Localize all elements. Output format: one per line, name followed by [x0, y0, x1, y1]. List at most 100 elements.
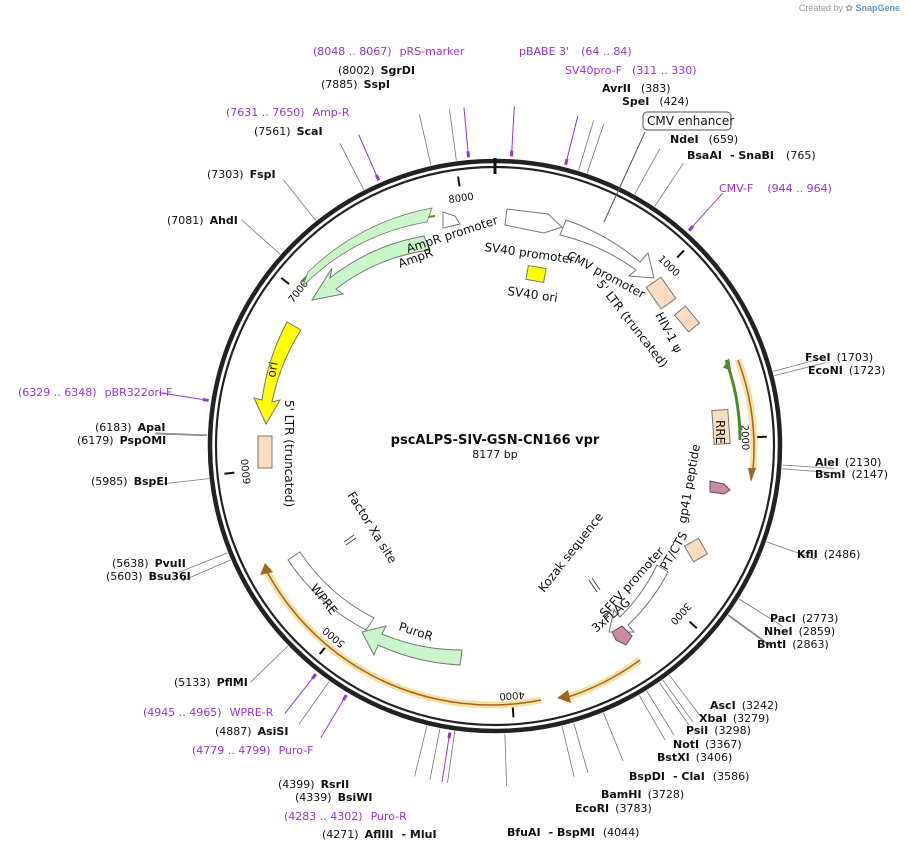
site-name[interactable]: EcoRI: [575, 802, 609, 815]
site-name[interactable]: NheI: [764, 625, 793, 638]
site-name[interactable]: ApaI: [138, 421, 166, 434]
svg-text:(7561)ScaI: (7561)ScaI: [254, 125, 323, 138]
site-name[interactable]: BamHI: [601, 788, 642, 801]
site-name[interactable]: RsrII: [321, 778, 350, 791]
gp41-peptide-arrow[interactable]: [709, 480, 731, 495]
site-pos: (5603): [106, 570, 143, 583]
site-name[interactable]: SspI: [364, 78, 390, 91]
site-leader: [654, 162, 684, 207]
tick-mark: [676, 249, 685, 259]
site-name[interactable]: KflI: [797, 548, 818, 561]
site-name[interactable]: BsiWI: [338, 791, 373, 804]
primer-name[interactable]: pRS-marker: [400, 45, 465, 58]
site-pos: (7081): [167, 214, 204, 227]
site-name[interactable]: AsiSI: [258, 725, 289, 738]
primer-name[interactable]: SV40pro-F: [565, 64, 622, 77]
site-name[interactable]: NdeI: [670, 133, 699, 146]
cmv-promoter-arrow[interactable]: [559, 219, 655, 279]
primer-name[interactable]: WPRE-R: [230, 706, 274, 719]
primer-name[interactable]: Amp-R: [313, 106, 350, 119]
site-leader: [182, 559, 231, 581]
site-name[interactable]: PvuII: [155, 557, 186, 570]
site-name[interactable]: FseI: [805, 351, 831, 364]
sffv-promoter-arrow[interactable]: [608, 564, 669, 633]
site-extra[interactable]: - BspMI: [549, 826, 595, 839]
ampr-arrow[interactable]: [310, 235, 431, 301]
site-extra[interactable]: - MluI: [402, 828, 437, 841]
site-name[interactable]: AvrII: [602, 82, 631, 95]
primer-mark: [374, 174, 381, 181]
site-leader: [766, 541, 816, 560]
site-extra[interactable]: - SnaBI: [730, 149, 774, 162]
site-extra[interactable]: - ClaI: [673, 770, 705, 783]
ltr5-box[interactable]: [645, 276, 677, 310]
credit-text: Created by: [798, 3, 843, 13]
site-name[interactable]: BstXI: [657, 751, 690, 764]
site-name[interactable]: PflMI: [217, 676, 248, 689]
cmv-enhancer-box[interactable]: [642, 111, 732, 131]
site-leader: [179, 552, 228, 573]
site-name[interactable]: ScaI: [297, 125, 323, 138]
site-name[interactable]: AhdI: [210, 214, 238, 227]
primer-name[interactable]: pBR322ori-F: [105, 386, 173, 399]
site-name[interactable]: SpeI: [622, 95, 649, 108]
site-name[interactable]: BspEI: [134, 475, 168, 488]
primer-name[interactable]: Puro-F: [279, 744, 314, 757]
site-name[interactable]: PspOMI: [120, 434, 167, 447]
site-name[interactable]: SgrDI: [381, 64, 415, 77]
site-name[interactable]: Bsu36I: [149, 570, 191, 583]
ltr3-box[interactable]: [257, 435, 273, 469]
svg-text:(4339)BsiWI: (4339)BsiWI: [295, 791, 373, 804]
ori-arrow[interactable]: [253, 321, 302, 426]
primer-mark: [447, 732, 452, 739]
site-leader: [447, 731, 456, 783]
site-name[interactable]: BmtI: [757, 638, 786, 651]
site-pos: (2486): [824, 548, 861, 561]
primer-name[interactable]: CMV-F: [719, 182, 753, 195]
svg-text:(4399)RsrII: (4399)RsrII: [278, 778, 349, 791]
cppt-box[interactable]: [683, 537, 709, 563]
site-name[interactable]: AscI: [710, 699, 736, 712]
site-name[interactable]: BspDI: [629, 770, 665, 783]
rre-box[interactable]: [711, 408, 731, 446]
site-pos: (3367): [705, 738, 742, 751]
site-name[interactable]: BsaAI: [687, 149, 722, 162]
puror-arrow[interactable]: [361, 625, 463, 666]
svg-text:(7081)AhdI: (7081) AhdI: [167, 214, 238, 227]
primer-name[interactable]: pBABE 3': [519, 45, 569, 58]
svg-text:BstXI(3406): BstXI(3406): [657, 751, 732, 764]
site-name[interactable]: BsmI: [815, 468, 846, 481]
ampr-promoter-arrow[interactable]: [442, 211, 461, 229]
site-name[interactable]: PacI: [770, 612, 796, 625]
site-name[interactable]: NotI: [673, 738, 699, 751]
site-pos: (7885): [321, 78, 358, 91]
primer-name[interactable]: Puro-R: [371, 810, 408, 823]
primer-leader: [566, 116, 579, 160]
site-name[interactable]: XbaI: [699, 712, 727, 725]
ltr3-label: 5' LTR (truncated): [282, 400, 296, 507]
cmv-enhancer-leader: [603, 131, 646, 223]
tick-mark: [457, 176, 461, 187]
svg-text:(6179)PspOMI: (6179)PspOMI: [77, 434, 166, 447]
site-name[interactable]: FspI: [250, 168, 276, 181]
site-leader: [782, 464, 835, 469]
site-name[interactable]: EcoNI: [808, 364, 843, 377]
site-name[interactable]: AflIII: [365, 828, 394, 841]
svg-text:(5133)PflMI: (5133)PflMI: [174, 676, 248, 689]
site-leader: [634, 148, 661, 195]
site-name[interactable]: BfuAI: [507, 826, 541, 839]
primer-leader: [159, 392, 203, 401]
wpre-arrow[interactable]: [287, 551, 375, 631]
site-name[interactable]: PsiI: [686, 724, 708, 737]
flag-arrow[interactable]: [611, 625, 633, 646]
hiv-psi-box[interactable]: [673, 305, 701, 333]
site-leader: [339, 143, 365, 190]
site-leader: [504, 733, 508, 786]
site-pos: (4271): [322, 828, 359, 841]
svg-text:NdeI(659): NdeI(659): [670, 133, 738, 146]
sv40-promoter-arrow[interactable]: [504, 208, 563, 234]
site-name[interactable]: AleI: [815, 456, 839, 469]
sv40-ori-box[interactable]: [525, 264, 547, 284]
site-pos: (6183): [95, 421, 132, 434]
site-leader: [659, 682, 690, 726]
